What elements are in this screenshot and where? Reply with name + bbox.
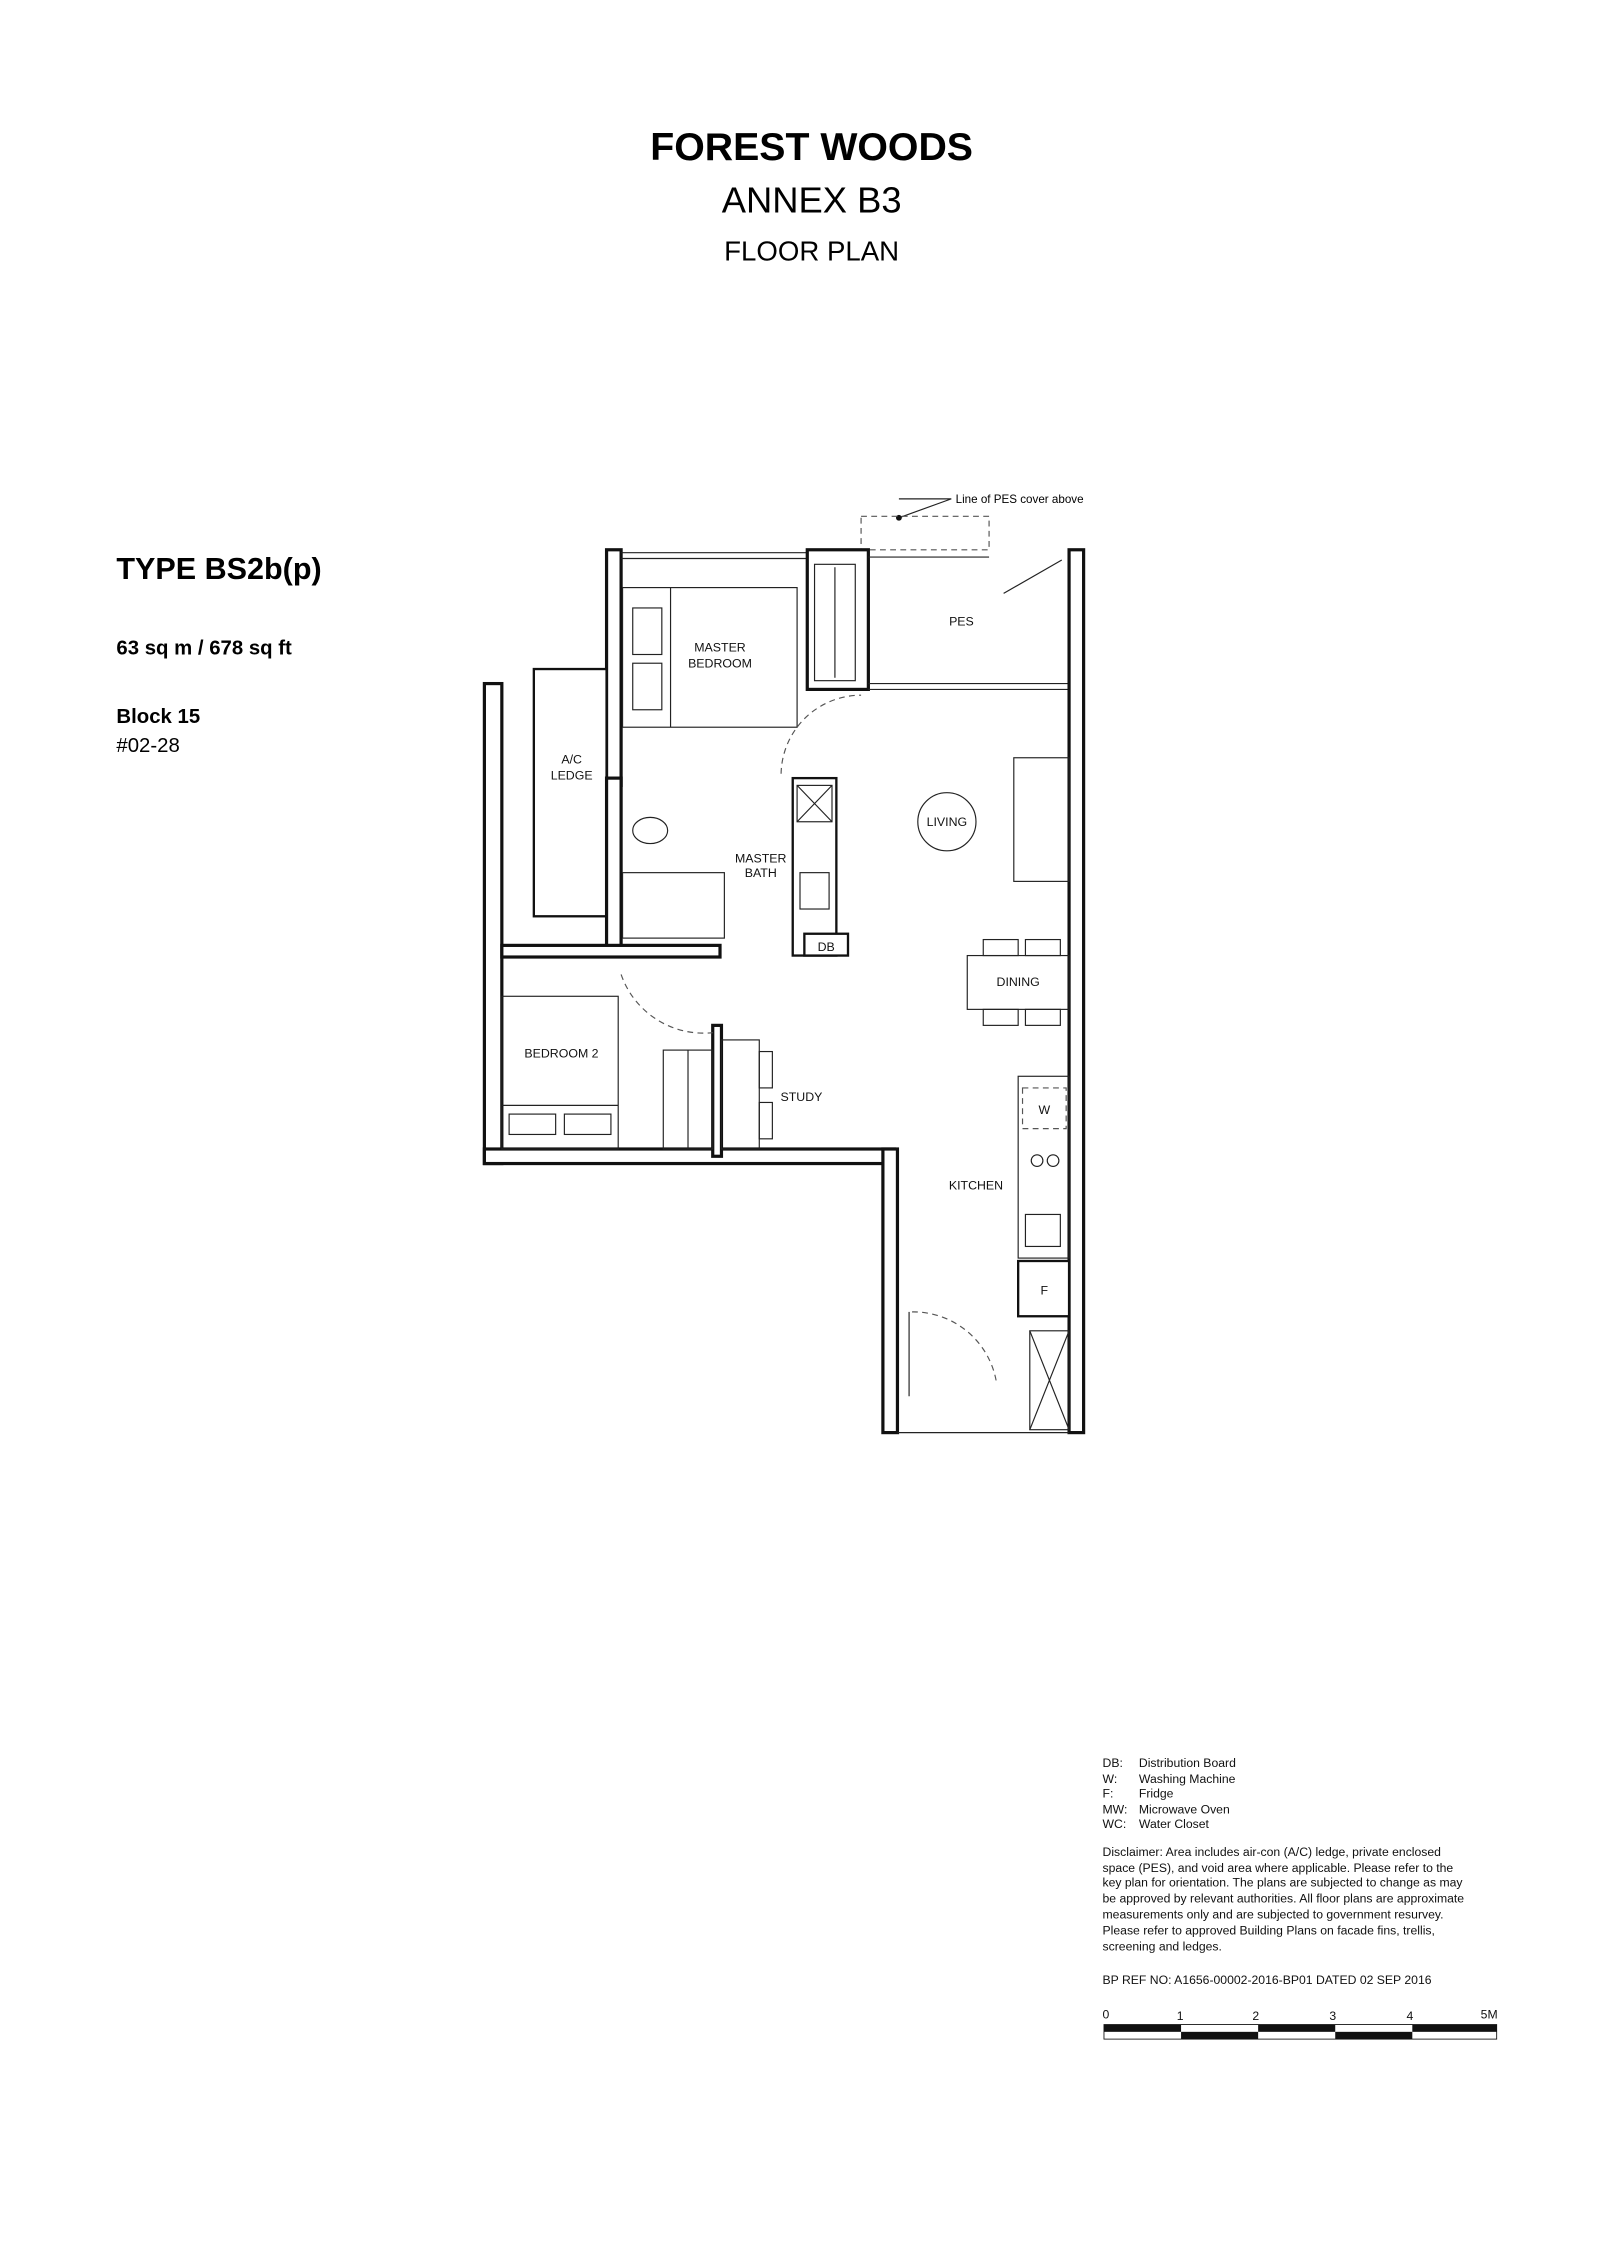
legend-abbr: DB: [1103, 1756, 1123, 1770]
pes-cover-note: Line of PES cover above [956, 493, 1084, 506]
label-master-bath-2: BATH [745, 866, 777, 880]
unit-block: Block 15 [116, 706, 200, 728]
scale-label: 0 [1103, 2008, 1110, 2022]
legend-abbr: WC: [1103, 1817, 1127, 1831]
disclaimer-line: measurements only and are subjected to g… [1103, 1907, 1444, 1921]
annex-title: ANNEX B3 [722, 179, 902, 220]
disclaimer-line: screening and ledges. [1103, 1939, 1222, 1953]
label-study: STUDY [781, 1090, 823, 1104]
label-kitchen: KITCHEN [949, 1179, 1003, 1193]
label-pes: PES [949, 614, 974, 628]
label-f: F [1041, 1283, 1049, 1297]
disclaimer: Disclaimer: Area includes air-con (A/C) … [1103, 1845, 1465, 1954]
project-title: FOREST WOODS [650, 125, 973, 169]
floor-plan-drawing: Line of PES cover above [482, 493, 1086, 1435]
scale-label: 5M [1481, 2008, 1498, 2022]
label-w: W [1039, 1103, 1051, 1117]
scale-label: 3 [1329, 2009, 1336, 2023]
legend-meaning: Fridge [1139, 1787, 1174, 1801]
legend-abbr: F: [1103, 1787, 1114, 1801]
label-ac-ledge-1: A/C [561, 753, 582, 767]
label-dining: DINING [997, 975, 1040, 989]
disclaimer-line: space (PES), and void area where applica… [1103, 1861, 1454, 1875]
label-ac-ledge-2: LEDGE [551, 769, 593, 783]
legend: DB: Distribution Board W: Washing Machin… [1103, 1756, 1236, 1831]
label-master-bedroom-1: MASTER [694, 641, 746, 655]
label-bedroom-2: BEDROOM 2 [524, 1046, 598, 1060]
disclaimer-line: Disclaimer: Area includes air-con (A/C) … [1103, 1845, 1441, 1859]
unit-type: TYPE BS2b(p) [116, 552, 321, 586]
legend-meaning: Washing Machine [1139, 1772, 1236, 1786]
legend-abbr: MW: [1103, 1803, 1128, 1817]
label-living: LIVING [927, 815, 968, 829]
legend-meaning: Water Closet [1139, 1817, 1210, 1831]
disclaimer-line: Please refer to approved Building Plans … [1103, 1923, 1435, 1937]
disclaimer-line: key plan for orientation. The plans are … [1103, 1875, 1464, 1889]
label-master-bedroom-2: BEDROOM [688, 657, 752, 671]
plan-subtitle: FLOOR PLAN [724, 235, 899, 266]
legend-meaning: Distribution Board [1139, 1756, 1236, 1770]
label-master-bath-1: MASTER [735, 851, 787, 865]
legend-abbr: W: [1103, 1772, 1118, 1786]
unit-area: 63 sq m / 678 sq ft [116, 637, 292, 659]
scale-label: 1 [1177, 2009, 1184, 2023]
bp-reference: BP REF NO: A1656-00002-2016-BP01 DATED 0… [1103, 1973, 1432, 1987]
unit-number: #02-28 [116, 735, 179, 757]
legend-meaning: Microwave Oven [1139, 1803, 1230, 1817]
scale-label: 4 [1406, 2009, 1413, 2023]
disclaimer-line: be approved by relevant authorities. All… [1103, 1891, 1465, 1905]
label-db: DB [818, 940, 835, 954]
wall [604, 548, 623, 787]
scale-label: 2 [1252, 2009, 1259, 2023]
scale-bar: 0 1 2 3 4 5M [1103, 2008, 1498, 2040]
